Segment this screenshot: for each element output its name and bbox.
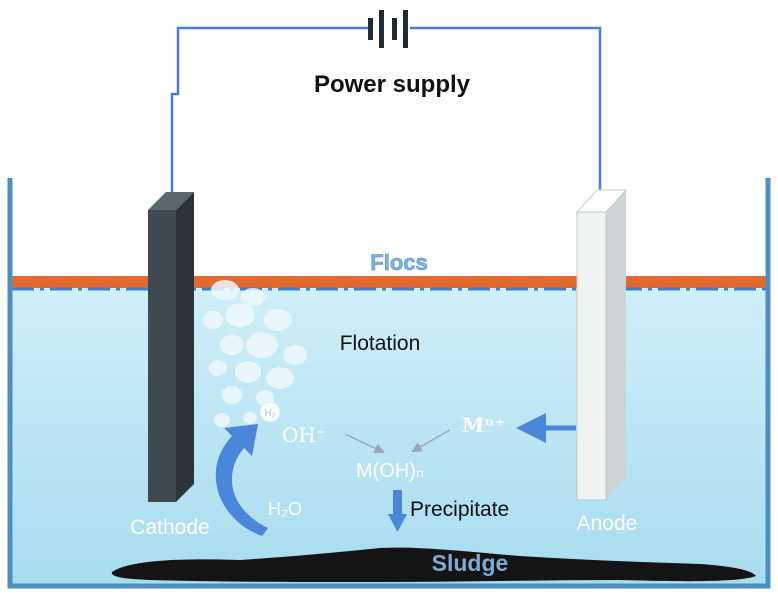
- floc-layer: [12, 276, 766, 288]
- hydroxide-label: OH⁻: [282, 423, 326, 447]
- hydroxide-to-product-arrow: [344, 433, 385, 454]
- water-to-hydroxide-arrow: [215, 424, 268, 536]
- h2-label: H₂: [264, 408, 275, 419]
- cathode-wire: [170, 26, 368, 192]
- cathode-label: Cathode: [130, 516, 209, 539]
- h2-bubble: [259, 401, 281, 423]
- battery-icon: [368, 10, 408, 48]
- hydrogen-bubbles: [203, 280, 307, 427]
- sludge-label: Sludge: [432, 550, 509, 576]
- metal-hydroxide-label: M(OH)ₙ: [356, 460, 424, 482]
- precipitate-arrow: [388, 490, 407, 532]
- water-label: H₂O: [268, 499, 302, 519]
- flotation-label: Flotation: [340, 332, 421, 355]
- tank-walls: [7, 178, 771, 589]
- anode-wire: [410, 26, 602, 190]
- anode-label: Anode: [577, 512, 638, 535]
- flocs-label: Flocs: [370, 250, 427, 275]
- sludge-deposit: [111, 547, 756, 582]
- water-body: [12, 288, 766, 584]
- cathode-electrode: [148, 192, 194, 502]
- metal-to-product-arrow: [411, 429, 451, 453]
- anode-electrode: [575, 189, 628, 501]
- power-supply-label: Power supply: [314, 71, 471, 98]
- metal-ion-label: Mⁿ⁺: [462, 413, 505, 437]
- precipitate-label: Precipitate: [410, 498, 509, 521]
